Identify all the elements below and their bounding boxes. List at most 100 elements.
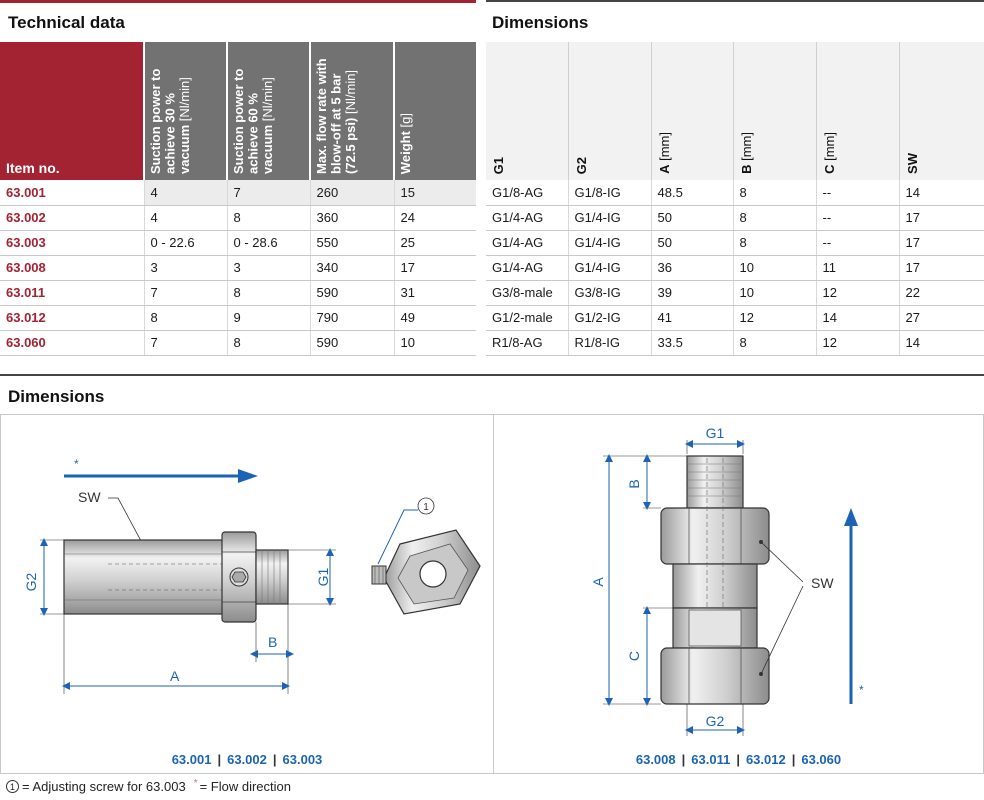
flow-cell: 790 [310,305,395,331]
table-row: 63.008 3 3 340 17 [0,255,476,281]
flow-cell: 590 [310,330,395,356]
g2-cell: R1/8-IG [568,330,652,356]
weight-cell: 15 [394,180,476,206]
weight-cell: 25 [394,230,476,256]
col-weight: Weight [g] [394,42,476,180]
g1-cell: G1/8-AG [486,180,569,206]
item-no-cell: 63.002 [0,205,145,231]
weight-cell: 24 [394,205,476,231]
suction-30-cell: 7 [144,330,228,356]
sw-label: SW [78,489,101,505]
sw-cell: 27 [899,305,984,331]
upper-hex [660,507,770,565]
suction-60-cell: 8 [227,205,311,231]
g1-top-label: G1 [706,425,725,441]
table-row: 63.011 7 8 590 31 [0,280,476,306]
c-cell: -- [816,180,900,206]
suction-60-cell: 9 [227,305,311,331]
footnote-text-screw: = Adjusting screw for 63.003 [22,779,186,794]
flow-cell: 360 [310,205,395,231]
valve-body [63,539,225,615]
sw-cell: 22 [899,280,984,306]
suction-60-cell: 7 [227,180,311,206]
flow-star-right: * [859,683,864,697]
g2-cell: G1/4-IG [568,255,652,281]
table-row: 63.002 4 8 360 24 [0,205,476,231]
sw-cell: 17 [899,205,984,231]
suction-30-cell: 4 [144,180,228,206]
top-thread [686,455,744,509]
g2-cell: G1/4-IG [568,230,652,256]
lower-hex [660,647,770,705]
suction-30-cell: 8 [144,305,228,331]
c-cell: 12 [816,330,900,356]
suction-60-cell: 8 [227,330,311,356]
b-cell: 8 [733,205,817,231]
weight-cell: 17 [394,255,476,281]
flow-cell: 340 [310,255,395,281]
g1-cell: G3/8-male [486,280,569,306]
suction-60-cell: 0 - 28.6 [227,230,311,256]
col-item-no: Item no. [0,42,145,180]
sw-cell: 14 [899,330,984,356]
callout-circle-icon: 1 [6,780,19,793]
right-caption: 63.008|63.011|63.012|63.060 [635,752,842,767]
a-cell: 33.5 [651,330,734,356]
flow-star-icon: * [193,778,198,789]
svg-text:1: 1 [423,502,429,513]
g1-cell: G1/2-male [486,305,569,331]
a-cell: 36 [651,255,734,281]
b-cell: 8 [733,230,817,256]
table-row: 63.060 7 8 590 10 [0,330,476,356]
g2-dim-label: G2 [23,572,39,591]
g1-cell: R1/8-AG [486,330,569,356]
item-no-cell: 63.060 [0,330,145,356]
a-right-label: A [590,577,606,587]
footnote: 1= Adjusting screw for 63.003*= Flow dir… [6,778,291,794]
b-cell: 10 [733,280,817,306]
table-row: 63.001 4 7 260 15 [0,180,476,206]
b-cell: 8 [733,330,817,356]
dimensions-table-heading: Dimensions [492,13,589,32]
a-cell: 39 [651,280,734,306]
left-caption: 63.001|63.002|63.003 [171,752,323,767]
b-cell: 12 [733,305,817,331]
suction-30-cell: 4 [144,205,228,231]
adjusting-screw-callout [417,497,435,515]
item-no-cell: 63.001 [0,180,145,206]
g1-dim-label: G1 [315,567,331,586]
suction-30-cell: 0 - 22.6 [144,230,228,256]
table-row: 63.003 0 - 22.6 0 - 28.6 550 25 [0,230,476,256]
g2-cell: G1/4-IG [568,205,652,231]
col-g1: G1 [486,42,569,180]
col-suction-30: Suction power to achieve 30 % vacuum [Nl… [144,42,228,180]
flow-cell: 590 [310,280,395,306]
b-cell: 10 [733,255,817,281]
g2-cell: G3/8-IG [568,280,652,306]
table-row: 63.012 8 9 790 49 [0,305,476,331]
sw-cell: 17 [899,255,984,281]
g1-cell: G1/4-AG [486,230,569,256]
col-b: B [mm] [733,42,817,180]
sw-right-label: SW [811,575,834,591]
technical-data-heading: Technical data [8,13,125,32]
g2-cell: G1/8-IG [568,180,652,206]
weight-cell: 10 [394,330,476,356]
col-sw: SW [899,42,984,180]
col-suction-60: Suction power to achieve 60 % vacuum [Nl… [227,42,311,180]
technical-data-table: Item no. Suction power to achieve 30 % v… [0,42,476,356]
weight-cell: 31 [394,280,476,306]
c-cell: -- [816,205,900,231]
g1-cell: G1/4-AG [486,255,569,281]
c-right-label: C [626,651,642,661]
sw-cell: 17 [899,230,984,256]
g1-cell: G1/4-AG [486,205,569,231]
suction-60-cell: 8 [227,280,311,306]
sw-cell: 14 [899,180,984,206]
g2-cell: G1/2-IG [568,305,652,331]
